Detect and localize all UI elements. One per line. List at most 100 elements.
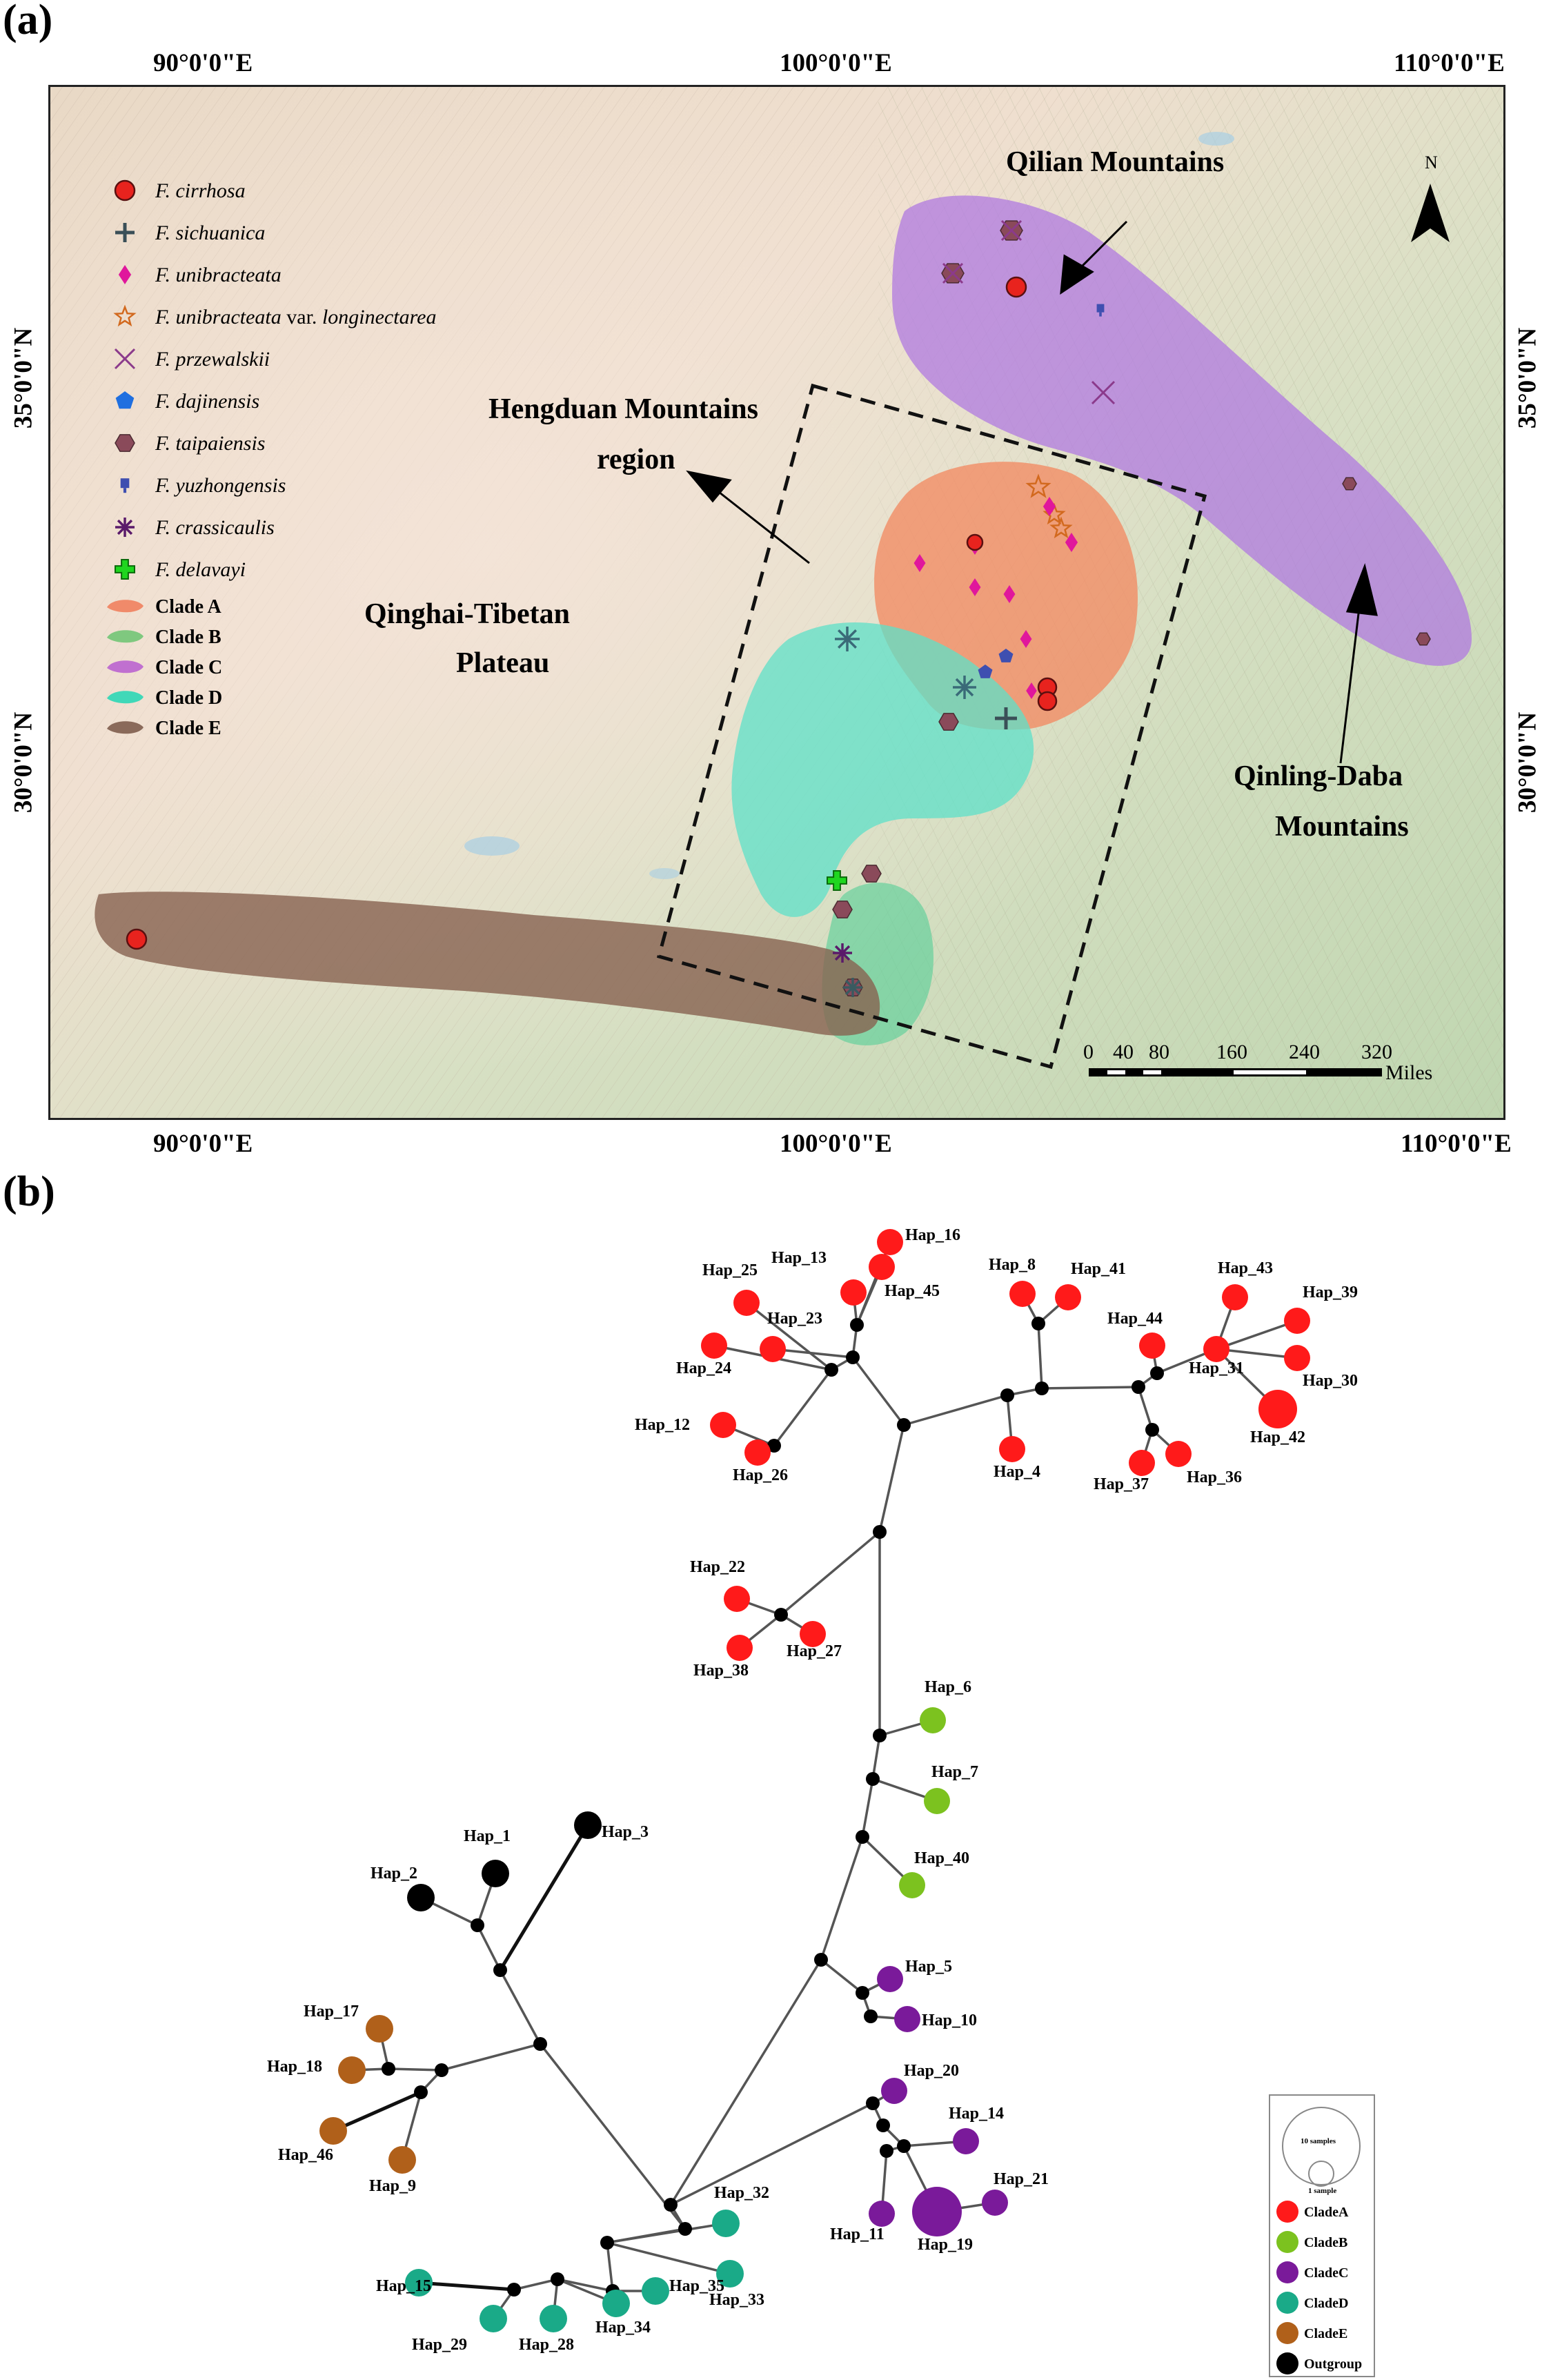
haplotype-label: Hap_13 <box>771 1249 827 1267</box>
site-marker-31 <box>861 865 882 883</box>
network-edge <box>441 2043 541 2072</box>
site-marker-6 <box>1096 304 1105 317</box>
qilian-mountains-label: Qilian Mountains <box>1006 146 1224 178</box>
network-legend-item-2: CladeC <box>1276 2261 1348 2283</box>
svg-text:Outgroup: Outgroup <box>1304 2357 1362 2372</box>
haplotype-node-hap-38 <box>727 1635 753 1661</box>
site-marker-9 <box>1416 632 1431 646</box>
svg-text:F. crassicaulis: F. crassicaulis <box>155 516 275 539</box>
haplotype-node-hap-16 <box>877 1229 903 1255</box>
haplotype-label: Hap_22 <box>690 1558 745 1576</box>
scale-tick-240: 240 <box>1289 1041 1320 1063</box>
site-marker-25 <box>1026 682 1037 699</box>
haplotype-node-hap-45 <box>869 1254 895 1280</box>
hengduan-boundary <box>656 383 1207 1070</box>
hengduan-mountains-label: Hengduan Mountains <box>488 393 758 425</box>
legend-clade-3: Clade D <box>107 687 222 709</box>
median-vector-node <box>856 1986 869 2000</box>
svg-text:Clade E: Clade E <box>155 718 221 739</box>
median-vector-node <box>533 2037 547 2051</box>
svg-text:10 samples: 10 samples <box>1301 2137 1336 2145</box>
network-legend: 10 samples 1 sample CladeACladeBCladeCCl… <box>1269 2094 1375 2377</box>
svg-text:CladeC: CladeC <box>1304 2265 1348 2281</box>
haplotype-label: Hap_28 <box>519 2336 574 2354</box>
legend-clade-1: Clade B <box>107 627 221 648</box>
scale-tick-40: 40 <box>1113 1041 1134 1063</box>
network-edge <box>1137 1386 1154 1430</box>
scale-tick-320: 320 <box>1361 1041 1392 1063</box>
haplotype-node-hap-27 <box>800 1621 826 1647</box>
network-edge <box>878 1424 905 1533</box>
legend-species-5: F. dajinensis <box>115 390 259 413</box>
median-vector-node <box>873 1525 887 1539</box>
network-edge <box>1037 1323 1043 1389</box>
median-vector-node <box>1132 1380 1145 1394</box>
haplotype-label: Hap_1 <box>464 1827 511 1845</box>
haplotype-label: Hap_33 <box>709 2291 764 2309</box>
haplotype-node-hap-14 <box>953 2128 979 2154</box>
sample-sites <box>126 219 1431 997</box>
haplotype-node-hap-21 <box>982 2190 1008 2216</box>
median-vector-node <box>471 1918 484 1932</box>
haplotype-label: Hap_16 <box>905 1226 960 1244</box>
haplotype-label: Hap_17 <box>304 2003 359 2020</box>
network-edge <box>332 2090 422 2133</box>
legend-clade-0: Clade A <box>107 596 221 618</box>
svg-text:CladeE: CladeE <box>1304 2326 1347 2341</box>
haplotype-label: Hap_43 <box>1218 1259 1273 1277</box>
haplotype-label: Hap_21 <box>994 2170 1049 2188</box>
svg-text:F. cirrhosa: F. cirrhosa <box>155 179 246 202</box>
haplotype-node-hap-22 <box>724 1586 750 1612</box>
haplotype-label: Hap_6 <box>925 1678 971 1696</box>
median-vector-node <box>1000 1388 1014 1402</box>
median-vector-node <box>880 2144 893 2158</box>
svg-text:F. sichuanica: F. sichuanica <box>155 222 265 244</box>
network-edge <box>772 1348 853 1359</box>
legend-species-7: F. yuzhongensis <box>120 474 286 497</box>
median-vector-node <box>1035 1381 1049 1395</box>
haplotype-node-hap-46 <box>319 2117 347 2145</box>
network-edge <box>388 2067 442 2072</box>
svg-text:Clade D: Clade D <box>155 687 222 709</box>
bottom-tick-90e: 90°0'0"E <box>153 1130 253 1158</box>
clade-c-region <box>892 195 1472 666</box>
network-legend-item-1: CladeB <box>1276 2231 1347 2253</box>
top-tick-90e: 90°0'0"E <box>153 49 253 77</box>
svg-text:CladeB: CladeB <box>1304 2235 1347 2250</box>
legend-species-4: F. przewalskii <box>114 348 270 371</box>
network-edge <box>773 1368 833 1447</box>
haplotype-label: Hap_38 <box>693 1662 749 1680</box>
site-marker-30 <box>827 870 847 891</box>
haplotype-node-hap-6 <box>920 1707 946 1733</box>
site-marker-12 <box>1049 516 1073 539</box>
median-vector-node <box>846 1350 860 1364</box>
svg-text:Clade B: Clade B <box>155 627 221 648</box>
haplotype-node-hap-10 <box>894 2006 920 2032</box>
median-vector-node <box>1031 1317 1045 1330</box>
legend-size-large <box>1282 2107 1361 2185</box>
network-edge <box>670 2102 873 2206</box>
haplotype-node-hap-33 <box>716 2260 744 2288</box>
svg-text:N: N <box>1425 153 1438 173</box>
qinling-daba-label: Qinling-Daba <box>1234 760 1403 792</box>
bottom-tick-110e: 110°0'0"E <box>1401 1130 1512 1158</box>
haplotype-node-hap-41 <box>1055 1284 1081 1310</box>
network-edge <box>820 1836 864 1960</box>
network-edge <box>476 1925 502 1971</box>
median-vector-node <box>864 2009 878 2023</box>
haplotype-label: Hap_4 <box>994 1463 1040 1481</box>
haplotype-label: Hap_24 <box>676 1359 731 1377</box>
svg-text:F. yuzhongensis: F. yuzhongensis <box>155 474 286 497</box>
median-vector-node <box>435 2063 448 2077</box>
haplotype-label: Hap_41 <box>1071 1260 1126 1278</box>
median-vector-node <box>876 2118 890 2132</box>
haplotype-node-hap-20 <box>881 2078 907 2104</box>
panel-b-label: (b) <box>3 1168 55 1215</box>
haplotype-node-hap-19 <box>912 2187 962 2236</box>
network-edge <box>1216 1319 1298 1350</box>
haplotype-node-hap-26 <box>744 1439 771 1466</box>
haplotype-node-hap-25 <box>733 1290 760 1316</box>
svg-text:F. unibracteata var. longinect: F. unibracteata var. longinectarea <box>155 306 436 328</box>
haplotype-node-hap-31 <box>1203 1336 1229 1362</box>
network-edge <box>498 1824 590 1971</box>
